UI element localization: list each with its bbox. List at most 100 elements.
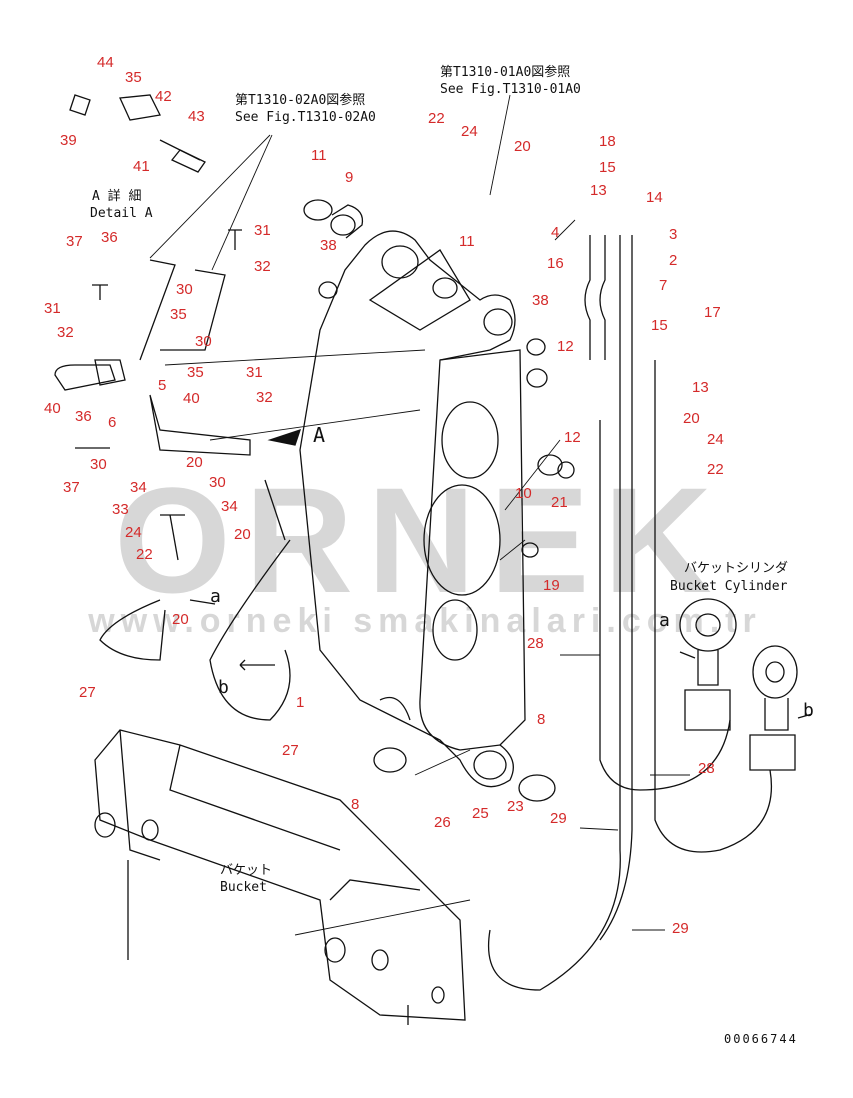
part-label: 22 [428,110,445,127]
part-label: 42 [155,88,172,105]
part-label: 23 [507,798,524,815]
part-label: 32 [57,324,74,341]
part-label: 37 [63,479,80,496]
section-mark-a-right: a [659,610,670,631]
part-label: 38 [320,237,337,254]
part-label: 26 [434,814,451,831]
part-label: 40 [183,390,200,407]
section-mark-a-left: a [210,586,221,607]
part-label: 17 [704,304,721,321]
part-label: 29 [550,810,567,827]
part-label: 30 [90,456,107,473]
part-label: 1 [296,694,305,711]
part-label: 35 [125,69,142,86]
part-label: 28 [698,760,715,777]
bucket-outline [94,729,466,1025]
part-label: 3 [669,226,678,243]
part-label: 37 [66,233,83,250]
bucket-cylinder-parts [679,598,813,771]
part-label: 33 [112,501,129,518]
part-label: 14 [646,189,663,206]
part-label: 8 [537,711,546,728]
part-label: 32 [256,389,273,406]
part-label: 43 [188,108,205,125]
bucket-en: Bucket [220,880,267,895]
part-label: 10 [515,485,532,502]
part-label: 20 [514,138,531,155]
part-label: 27 [79,684,96,701]
part-label: 20 [172,611,189,628]
part-label: 4 [551,224,560,241]
part-label: 38 [532,292,549,309]
part-label: 40 [44,400,61,417]
reference-right-jp: 第T1310-01A0図参照 [440,65,571,80]
section-mark-a-upper: A [313,423,326,447]
watermark-url: www.orneki smakinalari.com.tr [87,602,761,640]
part-label: 19 [543,577,560,594]
part-label: 18 [599,133,616,150]
part-label: 20 [186,454,203,471]
part-label: 16 [547,255,564,272]
bucket-cylinder-jp: バケットシリンダ [684,561,789,576]
part-label: 31 [246,364,263,381]
part-label: 13 [590,182,607,199]
part-label: 24 [461,123,478,140]
detail-a [54,94,286,561]
part-label: 35 [187,364,204,381]
part-label: 27 [282,742,299,759]
part-label: 9 [345,169,354,186]
part-label: 30 [209,474,226,491]
part-label: 11 [459,233,475,250]
part-label: 36 [101,229,118,246]
part-label: 22 [707,461,724,478]
part-label: 35 [170,306,187,323]
drawing-number: 00066744 [724,1032,798,1046]
part-label: 6 [108,414,117,431]
part-label: 2 [669,252,678,269]
part-label: 32 [254,258,271,275]
part-label: 31 [44,300,61,317]
leader-lines [149,94,690,936]
detail-a-jp: A 詳 細 [92,189,142,204]
part-label: 28 [527,635,544,652]
part-label: 24 [125,524,142,541]
part-label: 12 [557,338,574,355]
reference-left-jp: 第T1310-02A0図参照 [235,93,366,108]
part-label: 12 [564,429,581,446]
part-label: 7 [659,277,668,294]
bucket-cylinder-en: Bucket Cylinder [670,579,788,594]
part-label: 34 [130,479,147,496]
detail-a-en: Detail A [90,206,153,221]
part-label: 30 [176,281,193,298]
part-label: 13 [692,379,709,396]
section-mark-b-right: b [803,700,814,721]
arrow-a-left [189,599,216,605]
part-label: 30 [195,333,212,350]
bucket-jp: バケット [220,863,273,878]
part-label: 11 [311,147,327,164]
watermark-logo: ORNEK [114,456,726,624]
part-label: 20 [234,526,251,543]
part-label: 5 [158,377,167,394]
reference-right-en: See Fig.T1310-01A0 [440,82,581,97]
arrow-b-left [239,659,275,671]
part-label: 15 [599,159,616,176]
arm-body [299,230,526,788]
part-label: 24 [707,431,724,448]
part-label: 25 [472,805,489,822]
part-label: 39 [60,132,77,149]
part-label: 22 [136,546,153,563]
reference-left-en: See Fig.T1310-02A0 [235,110,376,125]
bushings [303,199,575,802]
hoses [99,235,772,991]
arrow-a [267,428,302,446]
part-label: 31 [254,222,271,239]
section-mark-b-left: b [218,677,229,698]
part-label: 21 [551,494,568,511]
part-label: 34 [221,498,238,515]
part-label: 36 [75,408,92,425]
part-label: 41 [133,158,150,175]
